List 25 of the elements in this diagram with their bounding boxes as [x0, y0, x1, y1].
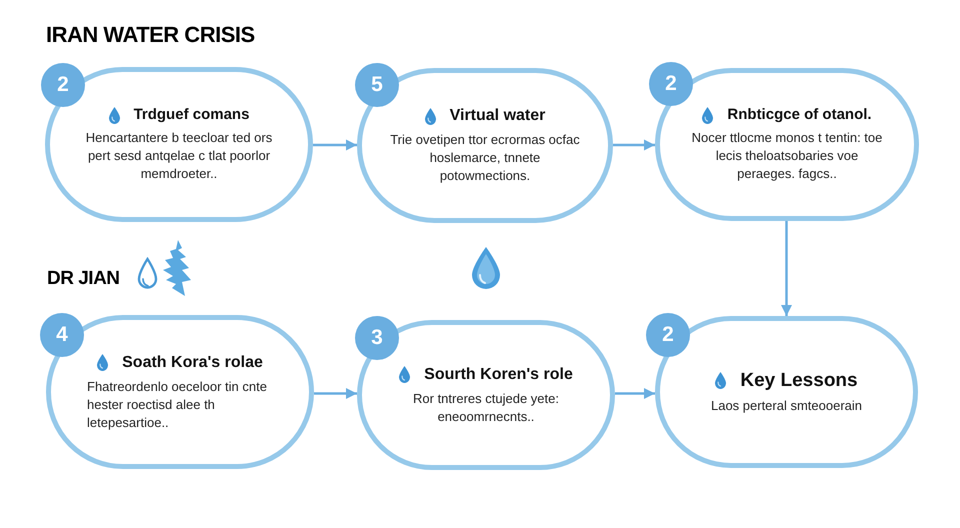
step-heading: Virtual water: [450, 106, 546, 126]
step-number-badge: 2: [649, 62, 693, 106]
step-heading: Rnbticgce of otanol.: [727, 106, 872, 124]
step-number-badge: 2: [41, 63, 85, 107]
step-heading: Soath Kora's rolae: [122, 352, 263, 372]
arrow: [615, 388, 655, 399]
arrow: [613, 140, 655, 150]
step-description: Hencartantere b teecloar ted ors pert sesd antqelae c tlat poorlor memdroeter..: [84, 129, 274, 184]
step-description: Nocer ttlocme monos t tentin: toe lecis theloatsobaries voe peraeges. fagcs..: [690, 129, 884, 184]
step-number-badge: 4: [40, 313, 84, 357]
step-number-badge: 3: [355, 316, 399, 360]
step-number-badge: 5: [355, 63, 399, 107]
step-heading: Sourth Koren's role: [424, 364, 573, 384]
step-description: Ror tntreres ctujede yete: eneoomrnecnts..: [412, 390, 560, 426]
step-number-badge: 2: [646, 313, 690, 357]
step-description: Fhatreordenlo oeceloor tin cnte hester roectisd alee th letepesartioe..: [86, 378, 268, 432]
section-label: DR JIAN: [47, 267, 120, 291]
arrow: [781, 221, 792, 316]
step-description: Laos perteral smteooerain: [710, 397, 862, 416]
step-description: Trie ovetipen ttor ecrormas ocfac hoslemarce, tnnete potowmections.: [390, 131, 580, 185]
step-heading: Trdguef comans: [134, 106, 250, 124]
arrow: [313, 140, 357, 150]
step-heading: Key Lessons: [740, 368, 858, 392]
arrow: [314, 388, 357, 399]
diagram-title: IRAN WATER CRISIS: [46, 21, 255, 49]
